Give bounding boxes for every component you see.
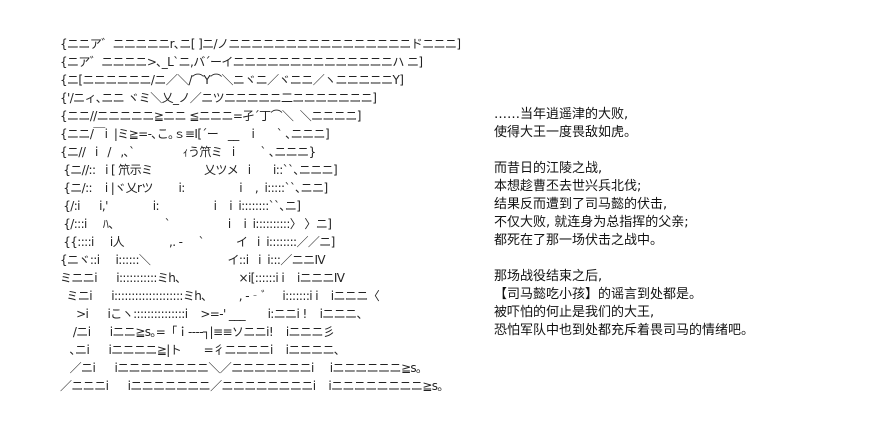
ascii-art-line: ミニi i::::::::::::::::::::ミh､ , -‐ﾞ i::::…	[60, 289, 380, 303]
ascii-art-line: {'/ニィ､ニニ ヾミ＼乂_ノ／ニツニニニニニ二ニニニニニニニ]	[60, 91, 377, 105]
ascii-art-line: {ニニア゛ニニニニニr､ニ[ ]ニ/ノニニニニニニニニニニニニニニニニドニニニ]	[60, 37, 461, 51]
ascii-art-line: >i iこヽ:::::::::::::::i >=-' ___ i:ニニi ! …	[60, 307, 368, 321]
ascii-art-line: ／ニニニi iニニニニニニニ／ニニニニニニニニi iニニニニニニニニ≧s｡	[60, 379, 443, 393]
story-line: 不仅大败, 就连身为总指挥的父亲;	[494, 215, 689, 230]
ascii-art-line: ミニニi i:::::::::::ミh､ ×i[::::::i i iニニニⅣ	[60, 271, 345, 285]
ascii-art-line: ､ニi iニニニニ≧|ト =彳ニニニニi iニニニニ､	[60, 343, 340, 357]
ascii-art-line: {ニニ/￣i |ミ≧=-､こ｡ｓ≡I[´ー __ i ` ､ニニニ]	[60, 127, 330, 141]
story-line	[494, 250, 754, 268]
story-line: 恐怕军队中也到处都充斥着畏司马的情绪吧。	[494, 323, 755, 338]
ascii-art-line: {ニ[ニニニニニニ/ニ／＼/⌒Y⌒＼ニヾニ／ヾニニ／ヽニニニニニY]	[60, 73, 404, 87]
story-line: 而昔日的江陵之战,	[494, 161, 603, 176]
ascii-art-line: {ニ/:: i |ヾ乂rツ i: i , i:::::``､ニニ]	[60, 181, 328, 195]
story-line: 结果反而遭到了司马懿的伏击,	[494, 197, 668, 212]
story-line: 本想趁曹丕去世兴兵北伐;	[494, 179, 642, 194]
story-line: 被吓怕的何止是我们的大王,	[494, 305, 655, 320]
story-line: 那场战役结束之后,	[494, 269, 603, 284]
story-line	[494, 142, 754, 160]
ascii-art-line: {{::::i i人 ,. - ` イ i i::::::::／／ニ]	[60, 235, 335, 249]
ascii-art-line: {ニヾ::i i::::::＼ イ::i i i:::／ニニⅣ	[60, 253, 326, 267]
story-line: 【司马懿吃小孩】的谣言到处都是。	[494, 287, 703, 302]
ascii-art-line: {ニ//:: i [ 笊示ミ 乂ツメ i i::``､ニニニ]	[60, 163, 338, 177]
ascii-art: {ニニア゛ニニニニニr､ニ[ ]ニ/ノニニニニニニニニニニニニニニニニドニニニ]…	[60, 35, 461, 395]
story-line: 都死在了那一场伏击之战中。	[494, 233, 664, 248]
ascii-art-line: {/:::i ﾊ、 ` i i i::::::::::〉 〉ニ]	[60, 217, 332, 231]
ascii-art-line: {ニニ//ニニニニニ≧ニニ ≦ニニニ=孑´丁⌒＼ ＼ニニニニ]	[60, 109, 361, 123]
story-line: ……当年逍遥津的大败,	[494, 107, 629, 122]
ascii-art-line: {/:i i,' i: i i i::::::::``､ニ]	[60, 199, 301, 213]
ascii-art-line: /ニi iニニ≧s｡=「ｉ----┐|≡≡ソニニi! iニニニ彡	[60, 325, 335, 339]
story-text: ……当年逍遥津的大败, 使得大王一度畏敌如虎。而昔日的江陵之战, 本想趁曹丕去世兴兵…	[494, 106, 754, 340]
ascii-art-line: ／ニi iニニニニニニニニ＼／ニニニニニニニi iニニニニニニ≧s｡	[60, 361, 422, 375]
story-line: 使得大王一度畏敌如虎。	[494, 125, 638, 140]
ascii-art-line: {ニ// i / ,､` ｨう笊ミ i ` ､ニニニ}	[60, 145, 316, 159]
ascii-art-line: {ニア゛ニニニニ>､_L`ニ,バ´ーイニニニニニニニニニニニニニニハ ニ]	[60, 55, 423, 69]
